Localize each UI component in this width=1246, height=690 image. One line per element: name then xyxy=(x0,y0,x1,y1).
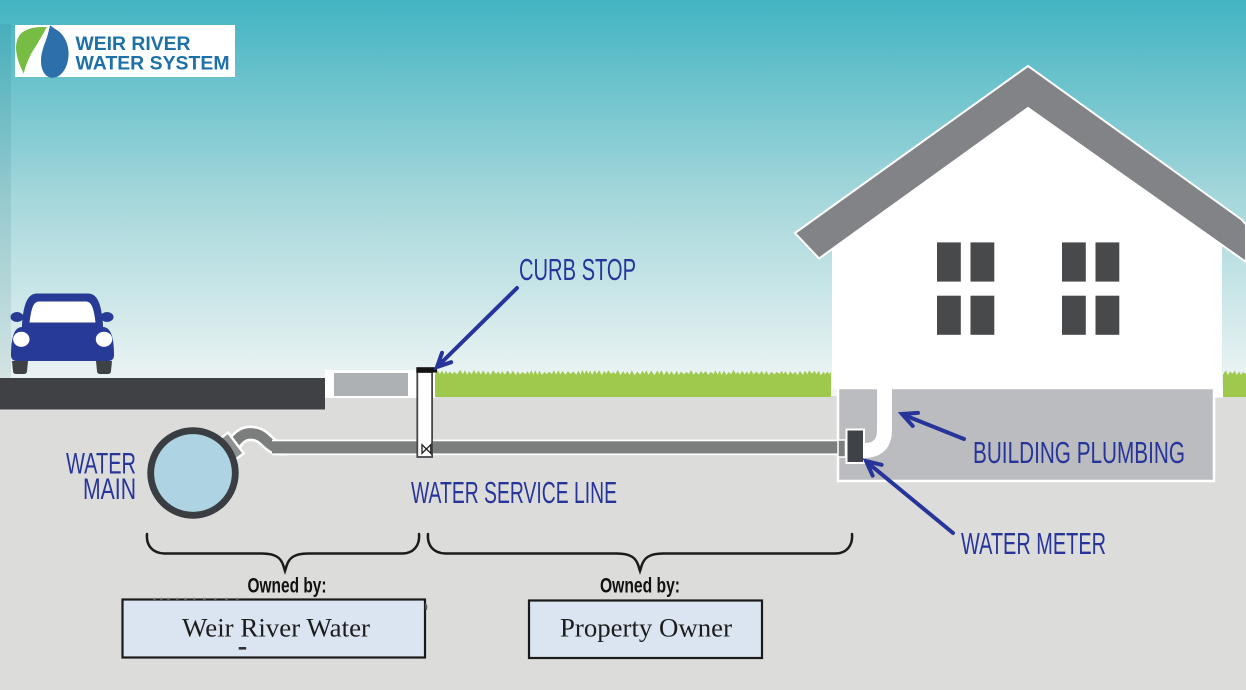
svg-text:Property Owner: Property Owner xyxy=(560,613,732,643)
svg-text:MAIN: MAIN xyxy=(83,473,136,506)
svg-text:WEIR RIVER: WEIR RIVER xyxy=(76,34,191,55)
svg-text:WATER METER: WATER METER xyxy=(961,526,1106,561)
svg-text:WATER SERVICE LINE: WATER SERVICE LINE xyxy=(411,475,617,510)
svg-text:Weir River Water: Weir River Water xyxy=(182,613,370,643)
svg-text:Owned by:: Owned by: xyxy=(600,575,680,598)
svg-text:CURB STOP: CURB STOP xyxy=(519,252,636,287)
svg-text:WATER SYSTEM: WATER SYSTEM xyxy=(76,54,230,75)
svg-text:WATER: WATER xyxy=(66,448,136,481)
svg-text:Owned by:: Owned by: xyxy=(248,575,327,598)
svg-text:BUILDING PLUMBING: BUILDING PLUMBING xyxy=(973,435,1185,470)
